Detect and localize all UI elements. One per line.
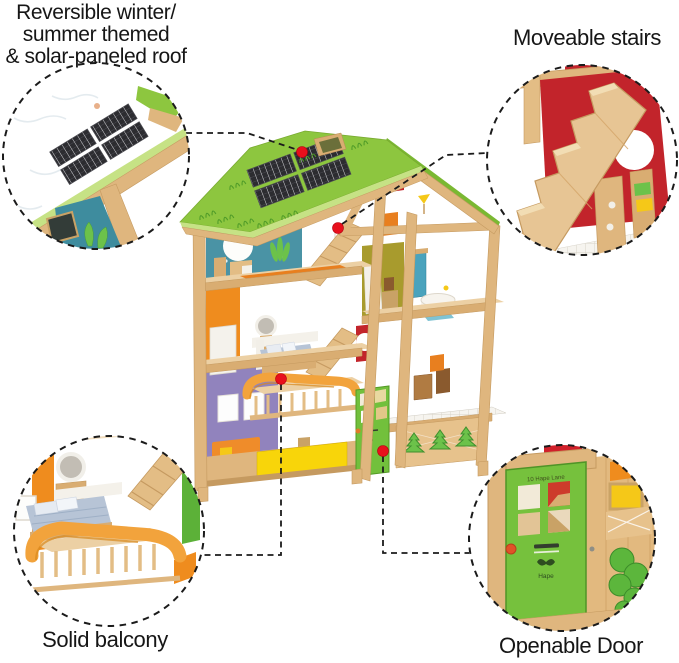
label-balcony-feature: Solid balcony	[22, 629, 188, 651]
callout-circle-roof	[2, 62, 190, 250]
dollhouse-roof	[179, 130, 500, 247]
mirror-zoom-icon	[56, 452, 86, 482]
duck-icon	[443, 285, 449, 291]
solar-panels-zoom	[49, 103, 149, 185]
roof-detail-zoom	[13, 86, 189, 249]
leader-balcony	[201, 384, 282, 556]
leader-stairs	[341, 152, 489, 225]
label-roof-line1: Reversible winter/	[16, 1, 176, 24]
plant-icon	[84, 221, 108, 249]
feature-markers	[275, 146, 389, 457]
callout-circle-balcony	[13, 435, 205, 627]
callout-door-detail: 10 Hape Lane Hape	[468, 444, 656, 632]
mail-slot-icon	[533, 543, 560, 549]
callout-leader-lines	[186, 132, 489, 556]
callout-roof-detail	[2, 62, 190, 250]
door-address-plate: 10 Hape Lane	[527, 475, 566, 484]
label-stairs-feature: Moveable stairs	[498, 27, 676, 49]
door-detail-zoom: 10 Hape Lane Hape	[487, 445, 655, 631]
callout-balcony-detail	[13, 435, 205, 627]
hape-logo-icon	[537, 559, 555, 566]
door-knob-zoom-icon	[505, 543, 517, 555]
trees-panel	[395, 416, 485, 469]
chalkboard-icon	[45, 210, 80, 245]
label-door-text: Openable Door	[498, 633, 643, 658]
label-roof-line3: & solar-paneled roof	[5, 45, 187, 68]
hape-logo-text: Hape	[538, 573, 554, 580]
leader-roof	[186, 132, 299, 151]
callout-circle-door	[468, 444, 656, 632]
balcony-rail	[242, 372, 361, 400]
door-knob-icon	[355, 428, 361, 434]
label-door-feature: Openable Door	[478, 635, 664, 657]
label-balcony-text: Solid balcony	[42, 627, 168, 652]
balcony-rail-zoom	[25, 521, 187, 563]
window-icon	[608, 482, 644, 511]
solar-panels	[246, 136, 352, 209]
label-stairs-text: Moveable stairs	[512, 25, 662, 50]
marker-balcony-icon	[275, 373, 287, 385]
marker-door-icon	[377, 445, 389, 457]
callout-stairs-detail	[486, 64, 678, 256]
tree-icon	[402, 426, 478, 453]
plant-icon	[270, 237, 290, 262]
callout-circle-stairs	[486, 64, 678, 256]
label-roof-feature: Reversible winter/ summer themed & solar…	[0, 2, 192, 68]
mirror-icon	[255, 315, 277, 337]
marker-roof-icon	[296, 146, 308, 158]
dollhouse-illustration	[179, 130, 507, 503]
marker-stairs-icon	[332, 222, 344, 234]
label-roof-line2: summer themed	[22, 23, 170, 46]
leader-door	[382, 456, 469, 554]
